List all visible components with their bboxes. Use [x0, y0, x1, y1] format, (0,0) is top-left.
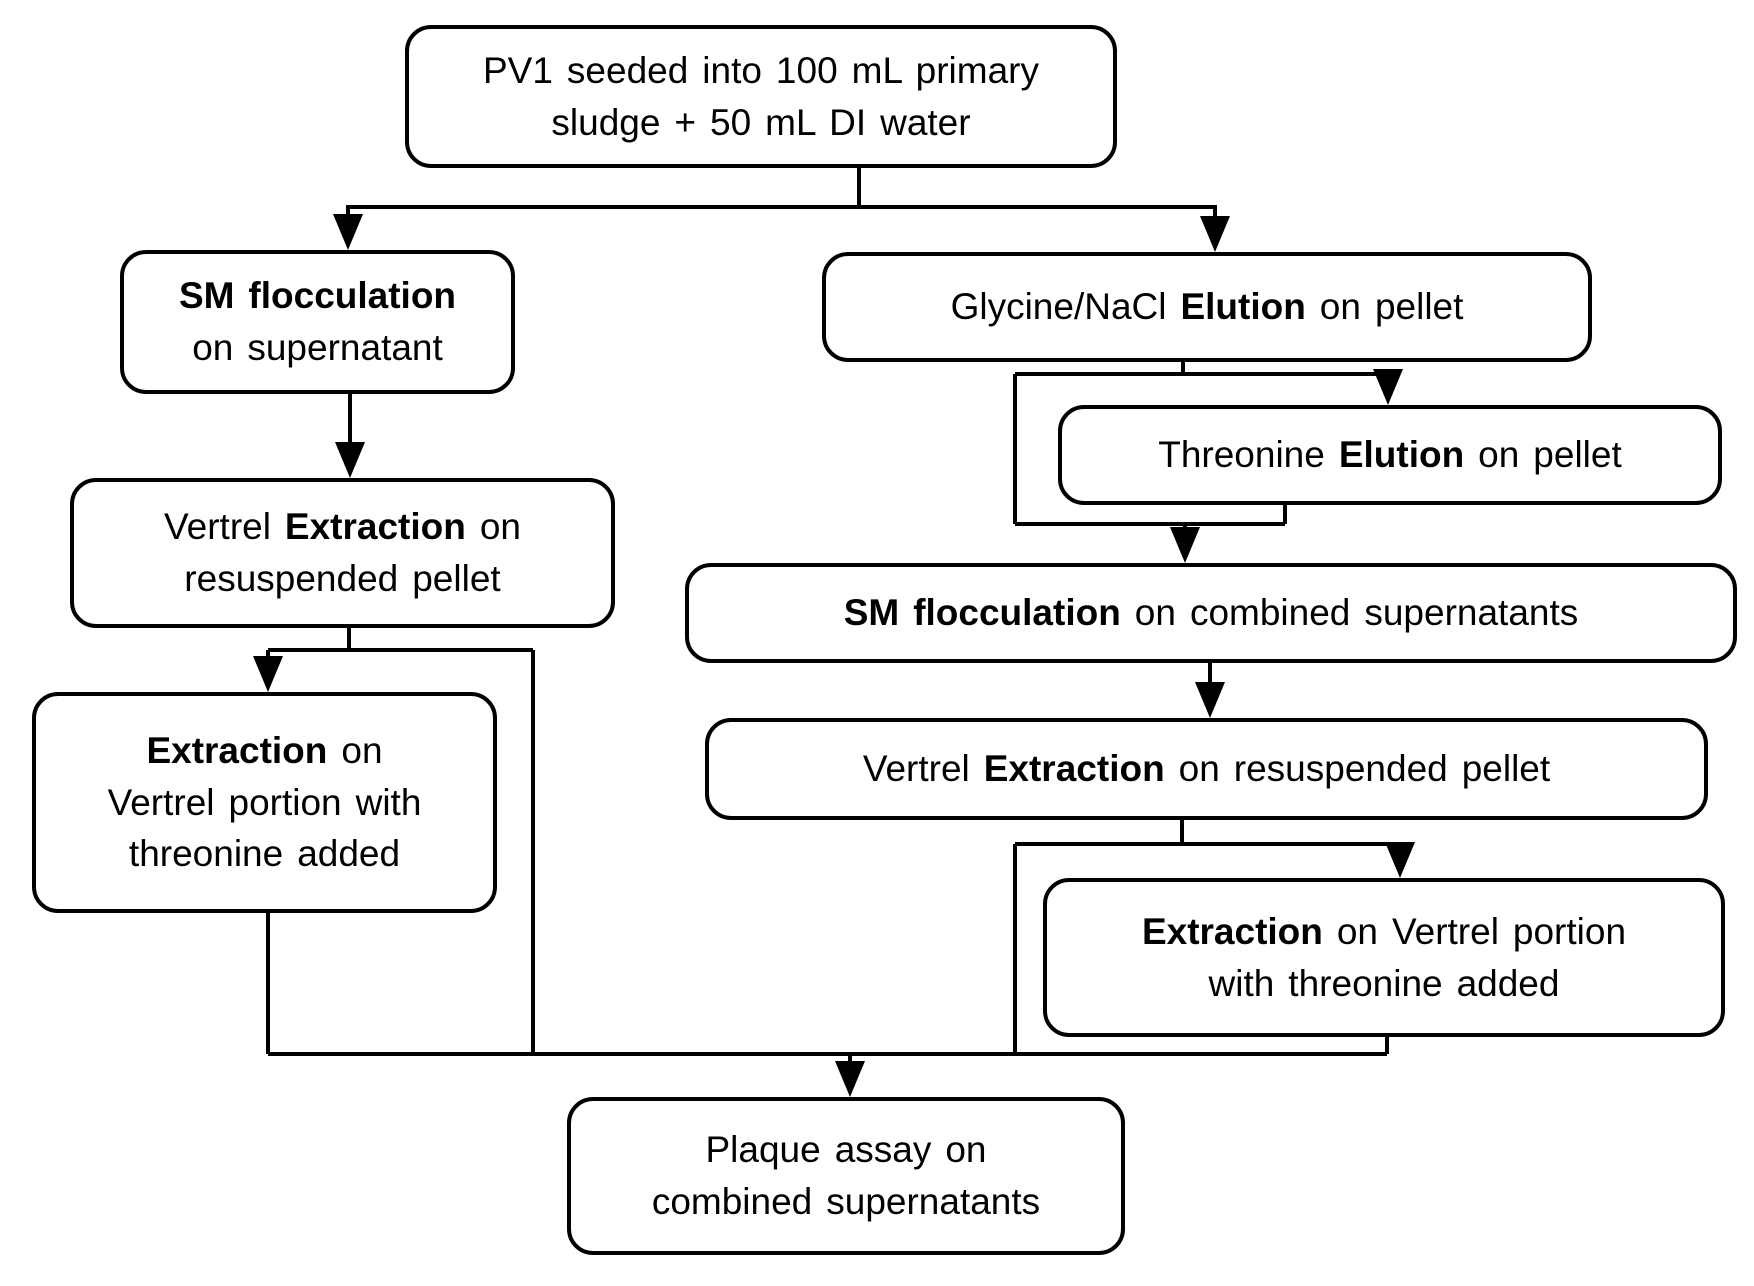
flow-box-glycine-nacl-elution: Glycine/NaCl Elution on pellet: [822, 252, 1592, 362]
flow-box-threonine-elution: Threonine Elution on pellet: [1058, 405, 1722, 505]
flow-box-vertrel-extraction-right: Vertrel Extraction on resuspended pellet: [705, 718, 1708, 820]
flow-box-sm-flocculation-combined: SM flocculation on combined supernatants: [685, 563, 1737, 663]
